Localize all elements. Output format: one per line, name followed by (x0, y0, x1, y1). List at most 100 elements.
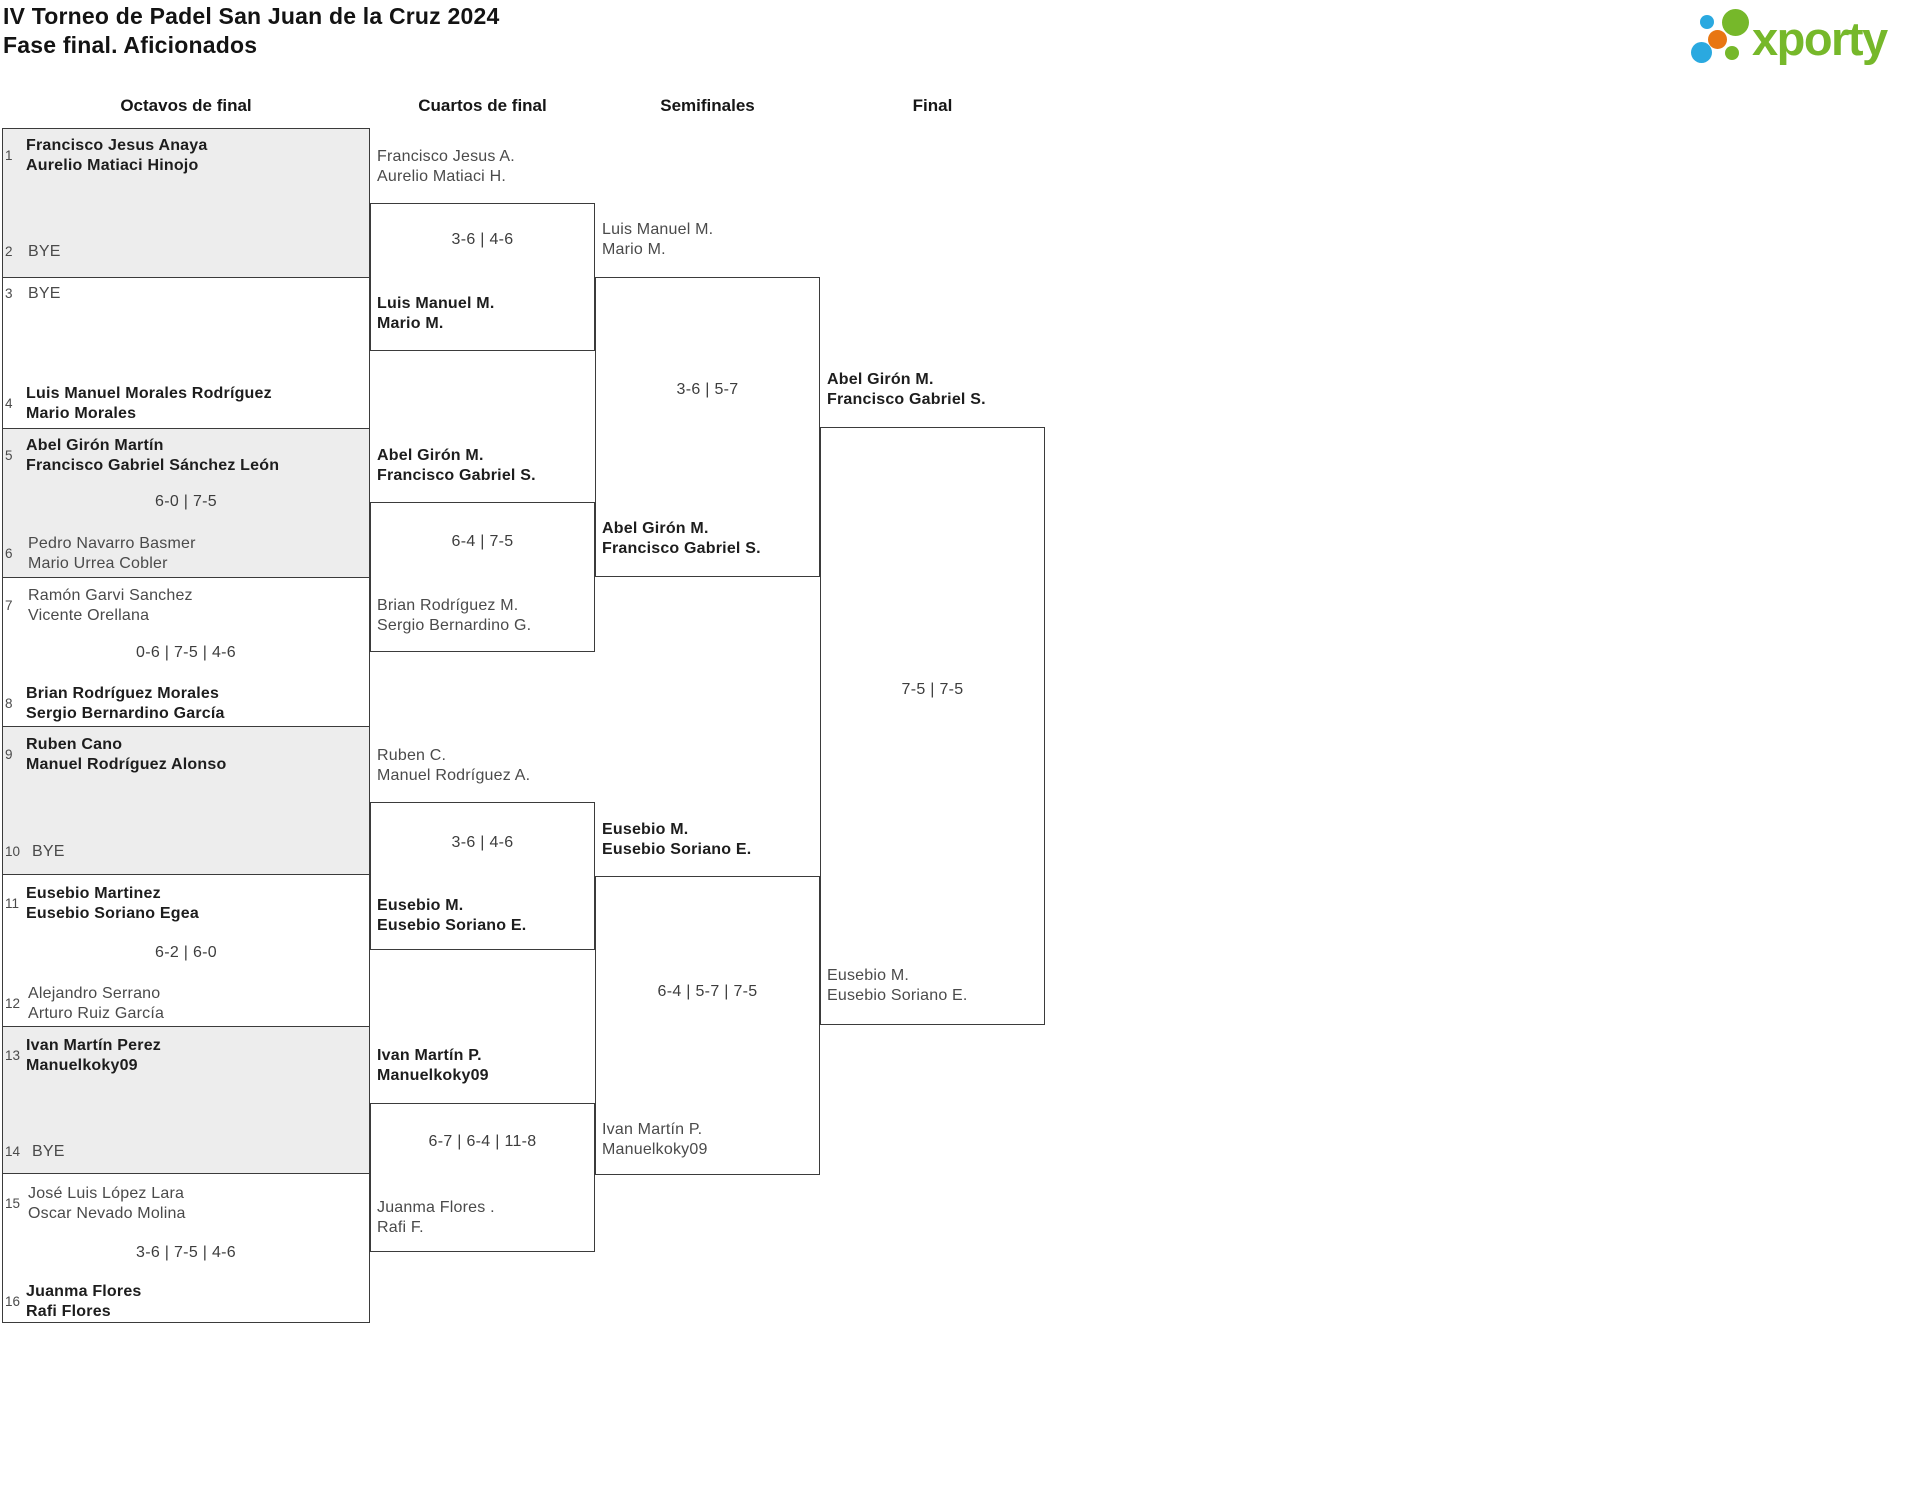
player-name: Eusebio Soriano E. (602, 840, 752, 858)
player-name: Luis Manuel M. (377, 295, 495, 312)
player-name: Mario Urrea Cobler (28, 554, 168, 572)
qf4-team2: Juanma Flores . Rafi F. (377, 1198, 495, 1237)
cuartos-m4-box (370, 1103, 595, 1252)
player-name: Mario M. (377, 314, 444, 332)
o4-team2: Brian Rodríguez Morales Sergio Bernardin… (26, 684, 225, 723)
player-name: Abel Girón Martín (26, 437, 164, 454)
o3-seed1: 5 (5, 448, 13, 463)
match-divider (2, 577, 370, 578)
match-divider (2, 1173, 370, 1174)
o5-seed1: 9 (5, 747, 13, 762)
qf2-team1: Abel Girón M. Francisco Gabriel S. (377, 446, 536, 485)
player-name: Francisco Gabriel S. (827, 390, 986, 408)
o5-team1: Ruben Cano Manuel Rodríguez Alonso (26, 735, 226, 774)
final-team1: Abel Girón M. Francisco Gabriel S. (827, 370, 986, 409)
qf1-team1: Francisco Jesus A. Aurelio Matiaci H. (377, 147, 515, 186)
sf1-team2: Abel Girón M. Francisco Gabriel S. (602, 519, 761, 558)
o6-seed1: 11 (5, 896, 20, 911)
player-name: Aurelio Matiaci Hinojo (26, 156, 199, 174)
player-name: Francisco Gabriel Sánchez León (26, 456, 280, 474)
octavos-m5-shade (3, 727, 369, 874)
match-divider (2, 277, 370, 278)
player-name: Eusebio Soriano E. (827, 986, 968, 1004)
final-box (820, 427, 1045, 1025)
o7-seed1: 13 (5, 1048, 21, 1063)
o6-team1: Eusebio Martinez Eusebio Soriano Egea (26, 884, 199, 923)
o2-team2: Luis Manuel Morales Rodríguez Mario Mora… (26, 384, 272, 423)
qf3-team2: Eusebio M. Eusebio Soriano E. (377, 896, 526, 935)
column-header-semifinales: Semifinales (660, 96, 755, 115)
player-name: Eusebio Soriano Egea (26, 904, 199, 922)
o3-seed2: 6 (5, 546, 13, 561)
column-header-final: Final (912, 96, 953, 115)
player-name: Aurelio Matiaci H. (377, 167, 506, 185)
match-divider (2, 1026, 370, 1027)
player-name: Manuel Rodríguez Alonso (26, 755, 227, 773)
player-name: BYE (28, 243, 61, 260)
sf1-team1: Luis Manuel M. Mario M. (602, 220, 713, 259)
o2-seed2: 4 (5, 396, 13, 411)
player-name: Oscar Nevado Molina (28, 1204, 186, 1222)
player-name: José Luis López Lara (28, 1185, 185, 1202)
player-name: Francisco Jesus A. (377, 148, 515, 165)
o8-team1: José Luis López Lara Oscar Nevado Molina (28, 1184, 186, 1223)
o5-seed2: 10 (5, 844, 21, 859)
o6-score: 6-2 | 6-0 (155, 944, 217, 961)
player-name: Eusebio Martinez (26, 885, 161, 902)
player-name: Arturo Ruiz García (28, 1004, 165, 1022)
player-name: Manuel Rodríguez A. (377, 766, 531, 784)
cuartos-m1-box (370, 203, 595, 351)
o1-seed1: 1 (5, 148, 13, 163)
octavos-m1-shade (3, 129, 369, 277)
player-name: Abel Girón M. (602, 520, 709, 537)
player-name: Manuelkoky09 (377, 1066, 489, 1084)
player-name: Eusebio M. (602, 821, 689, 838)
o7-team2: BYE (32, 1142, 65, 1162)
o5-team2: BYE (32, 842, 65, 862)
logo-dot-green-small (1725, 46, 1739, 60)
o3-score: 6-0 | 7-5 (155, 493, 217, 510)
player-name: Manuelkoky09 (26, 1056, 138, 1074)
o2-team1: BYE (28, 284, 61, 304)
player-name: Ruben Cano (26, 736, 123, 753)
player-name: Abel Girón M. (827, 371, 934, 388)
player-name: BYE (32, 843, 65, 860)
octavos-column-frame (2, 128, 370, 1323)
match-divider (2, 428, 370, 429)
player-name: Brian Rodríguez Morales (26, 685, 220, 702)
player-name: Eusebio M. (377, 897, 464, 914)
o8-seed2: 16 (5, 1294, 21, 1309)
player-name: BYE (32, 1143, 65, 1160)
logo-dot-orange (1708, 30, 1727, 49)
o7-seed2: 14 (5, 1144, 21, 1159)
player-name: Abel Girón M. (377, 447, 484, 464)
final-score: 7-5 | 7-5 (901, 681, 964, 698)
logo-dot-blue-small (1700, 15, 1714, 29)
o2-seed1: 3 (5, 286, 13, 301)
sf2-score: 6-4 | 5-7 | 7-5 (657, 983, 758, 1000)
column-header-cuartos: Cuartos de final (418, 96, 547, 115)
player-name: Mario Morales (26, 404, 137, 422)
player-name: Vicente Orellana (28, 606, 150, 624)
octavos-m3-shade (3, 429, 369, 577)
player-name: Eusebio Soriano E. (377, 916, 527, 934)
cuartos-m3-box (370, 802, 595, 950)
player-name: Ivan Martín P. (377, 1047, 482, 1064)
o4-seed1: 7 (5, 598, 13, 613)
player-name: Juanma Flores . (377, 1199, 495, 1216)
match-divider (2, 874, 370, 875)
player-name: Francisco Jesus Anaya (26, 137, 208, 154)
player-name: Luis Manuel Morales Rodríguez (26, 385, 272, 402)
tournament-title: IV Torneo de Padel San Juan de la Cruz 2… (3, 3, 500, 29)
o8-seed1: 15 (5, 1196, 21, 1211)
qf4-score: 6-7 | 6-4 | 11-8 (428, 1133, 537, 1150)
qf2-score: 6-4 | 7-5 (451, 533, 514, 550)
qf1-team2: Luis Manuel M. Mario M. (377, 294, 494, 333)
match-divider (2, 726, 370, 727)
final-team2: Eusebio M. Eusebio Soriano E. (827, 966, 968, 1005)
player-name: Manuelkoky09 (602, 1140, 708, 1158)
xporty-logo[interactable]: xporty (1680, 5, 1918, 69)
logo-dot-blue-big (1691, 42, 1712, 63)
column-header-octavos: Octavos de final (120, 96, 252, 115)
